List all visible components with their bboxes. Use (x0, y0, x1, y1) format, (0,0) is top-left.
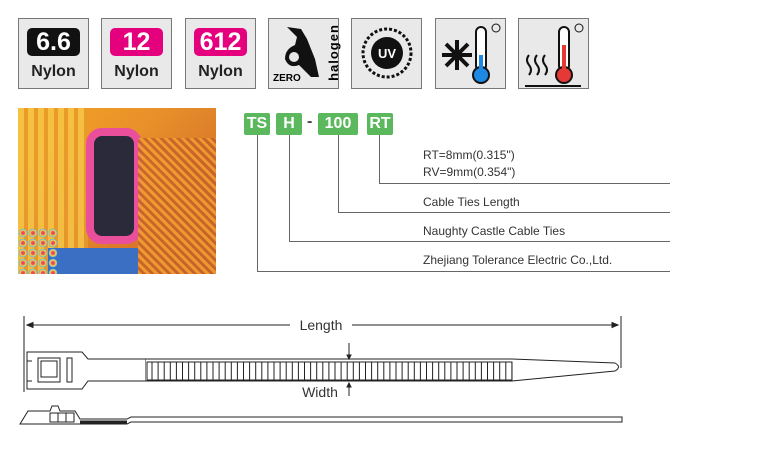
width-label: Width (302, 384, 338, 400)
leader-line (338, 135, 339, 212)
nylon-66-badge: 6.6 (27, 28, 80, 56)
leader-line (289, 241, 670, 242)
length-desc: Cable Ties Length (423, 195, 520, 209)
snowflake-icon (442, 40, 472, 70)
playground-photo (18, 108, 216, 274)
code-part-ts: TS (244, 113, 270, 135)
code-part-h: H (276, 113, 302, 135)
zero-text: ZERO (273, 73, 301, 84)
ok-hand-icon (285, 27, 319, 77)
rv-width-text: RV=9mm(0.354") (423, 165, 516, 179)
heat-resistant-icon (518, 18, 589, 89)
rt-width-text: RT=8mm(0.315") (423, 148, 515, 162)
sun-icon: UV (361, 27, 413, 79)
leader-line (257, 271, 670, 272)
snowflake-thermometer-icon (442, 23, 501, 84)
nylon-12-badge: 12 (110, 28, 163, 56)
cold-resistant-icon (435, 18, 506, 89)
nylon-label: Nylon (198, 63, 243, 80)
nylon-label: Nylon (31, 63, 76, 80)
code-part-rt: RT (367, 113, 393, 135)
nylon-612-badge: 612 (194, 28, 247, 56)
nylon-66-icon: 6.6 Nylon (18, 18, 89, 89)
series-desc: Naughty Castle Cable Ties (423, 224, 566, 238)
strap-teeth (151, 362, 513, 380)
leader-line (379, 183, 670, 184)
zero-halogen-icon: ZERO halogen (268, 18, 341, 89)
length-label: Length (300, 317, 343, 333)
code-part-length: 100 (318, 113, 358, 135)
uv-resistant-icon: UV (351, 18, 422, 89)
nylon-612-icon: 612 Nylon (185, 18, 256, 89)
leader-line (289, 135, 290, 241)
heat-thermometer-icon (525, 23, 584, 87)
leader-line (257, 135, 258, 271)
nylon-label: Nylon (114, 63, 159, 80)
code-dash: - (307, 113, 313, 130)
leader-line (338, 212, 670, 213)
uv-text: UV (378, 46, 396, 61)
nylon-12-icon: 12 Nylon (101, 18, 172, 89)
company-desc: Zhejiang Tolerance Electric Co.,Ltd. (423, 253, 613, 267)
leader-line (379, 135, 380, 183)
